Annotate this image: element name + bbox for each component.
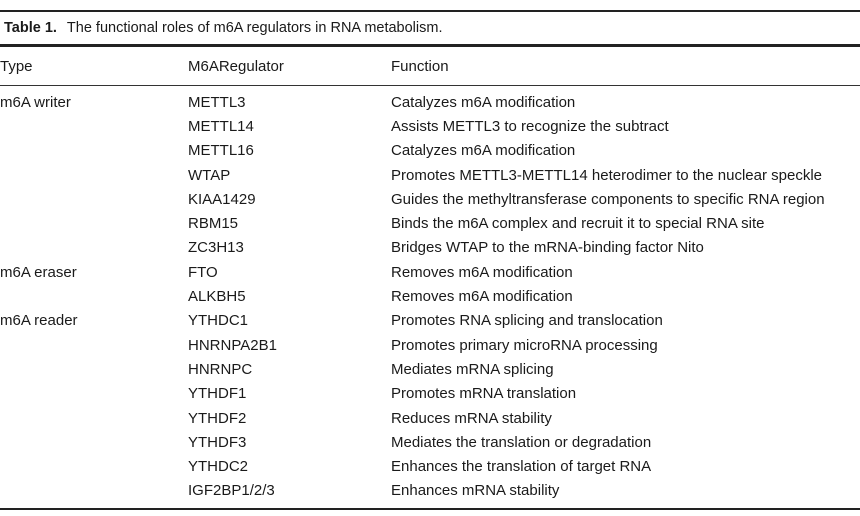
cell-function: Mediates the translation or degradation <box>391 433 652 451</box>
table-header: Type M6ARegulator Function <box>0 47 860 85</box>
table-row: METTL14 Assists METTL3 to recognize the s… <box>0 114 860 138</box>
table-caption: Table 1. The functional roles of m6A regu… <box>0 12 860 44</box>
cell-function: Bridges WTAP to the mRNA-binding factor … <box>391 239 704 257</box>
cell-regulator: ZC3H13 <box>188 239 244 257</box>
table-row: m6A writer METTL3 Catalyzes m6A modificati… <box>0 90 860 114</box>
cell-regulator: YTHDC1 <box>188 312 249 330</box>
cell-regulator: YTHDF1 <box>188 385 247 403</box>
table-row: METTL16 Catalyzes m6A modification <box>0 139 860 163</box>
cell-function: Removes m6A modification <box>391 263 573 281</box>
cell-regulator: YTHDC2 <box>188 458 249 476</box>
bottom-rule <box>0 508 860 511</box>
table-row: RBM15 Binds the m6A complex and recruit i… <box>0 211 860 235</box>
cell-regulator: KIAA1429 <box>188 190 256 208</box>
table-row: HNRNPA2B1 Promotes primary microRNA proce… <box>0 333 860 357</box>
top-rule <box>0 10 860 12</box>
table-row: ZC3H13 Bridges WTAP to the mRNA-binding f… <box>0 236 860 260</box>
cell-regulator: RBM15 <box>188 215 239 233</box>
cell-function: Promotes RNA splicing and translocation <box>391 312 663 330</box>
cell-function: Promotes primary microRNA processing <box>391 336 658 354</box>
header-rule <box>0 85 860 86</box>
cell-regulator: ALKBH5 <box>188 288 246 306</box>
cell-function: Reduces mRNA stability <box>391 409 552 427</box>
header-type: Type <box>0 57 33 75</box>
cell-regulator: METTL14 <box>188 117 254 135</box>
header-function: Function <box>391 57 449 75</box>
cell-regulator: IGF2BP1/2/3 <box>188 482 275 500</box>
table-row: YTHDC2 Enhances the translation of target… <box>0 454 860 478</box>
cell-type: m6A eraser <box>0 263 77 281</box>
table-row: IGF2BP1/2/3 Enhances mRNA stability <box>0 479 860 503</box>
cell-function: Guides the methyltransferase components … <box>391 190 825 208</box>
table-container: Table 1. The functional roles of m6A regu… <box>0 10 860 511</box>
cell-regulator: METTL3 <box>188 93 246 111</box>
caption-rule <box>0 44 860 47</box>
cell-regulator: METTL16 <box>188 142 254 160</box>
cell-function: Mediates mRNA splicing <box>391 360 554 378</box>
table-row: ALKBH5 Removes m6A modification <box>0 284 860 308</box>
cell-function: Promotes mRNA translation <box>391 385 577 403</box>
header-regulator: M6ARegulator <box>188 57 284 75</box>
cell-type: m6A writer <box>0 93 71 111</box>
table-row: HNRNPC Mediates mRNA splicing <box>0 357 860 381</box>
table-row: WTAP Promotes METTL3-METTL14 heterodimer … <box>0 163 860 187</box>
cell-regulator: WTAP <box>188 166 231 184</box>
cell-function: Removes m6A modification <box>391 288 573 306</box>
cell-regulator: HNRNPC <box>188 360 253 378</box>
cell-regulator: HNRNPA2B1 <box>188 336 277 354</box>
caption-text: The functional roles of m6A regulators i… <box>66 20 443 36</box>
cell-function: Enhances mRNA stability <box>391 482 560 500</box>
cell-regulator: YTHDF3 <box>188 433 247 451</box>
cell-function: Binds the m6A complex and recruit it to … <box>391 215 765 233</box>
cell-function: Enhances the translation of target RNA <box>391 458 652 476</box>
table-row: m6A reader YTHDC1 Promotes RNA splicing an… <box>0 309 860 333</box>
cell-function: Assists METTL3 to recognize the subtract <box>391 117 669 135</box>
cell-regulator: FTO <box>188 263 218 281</box>
cell-function: Promotes METTL3-METTL14 heterodimer to t… <box>391 166 823 184</box>
table-row: YTHDF2 Reduces mRNA stability <box>0 406 860 430</box>
table-row: KIAA1429 Guides the methyltransferase com… <box>0 187 860 211</box>
cell-regulator: YTHDF2 <box>188 409 247 427</box>
table-row: YTHDF1 Promotes mRNA translation <box>0 382 860 406</box>
table-row: YTHDF3 Mediates the translation or degrad… <box>0 430 860 454</box>
cell-function: Catalyzes m6A modification <box>391 93 576 111</box>
cell-type: m6A reader <box>0 312 78 330</box>
caption-label: Table 1. <box>4 20 57 36</box>
cell-function: Catalyzes m6A modification <box>391 142 576 160</box>
table-row: m6A eraser FTO Removes m6A modification <box>0 260 860 284</box>
